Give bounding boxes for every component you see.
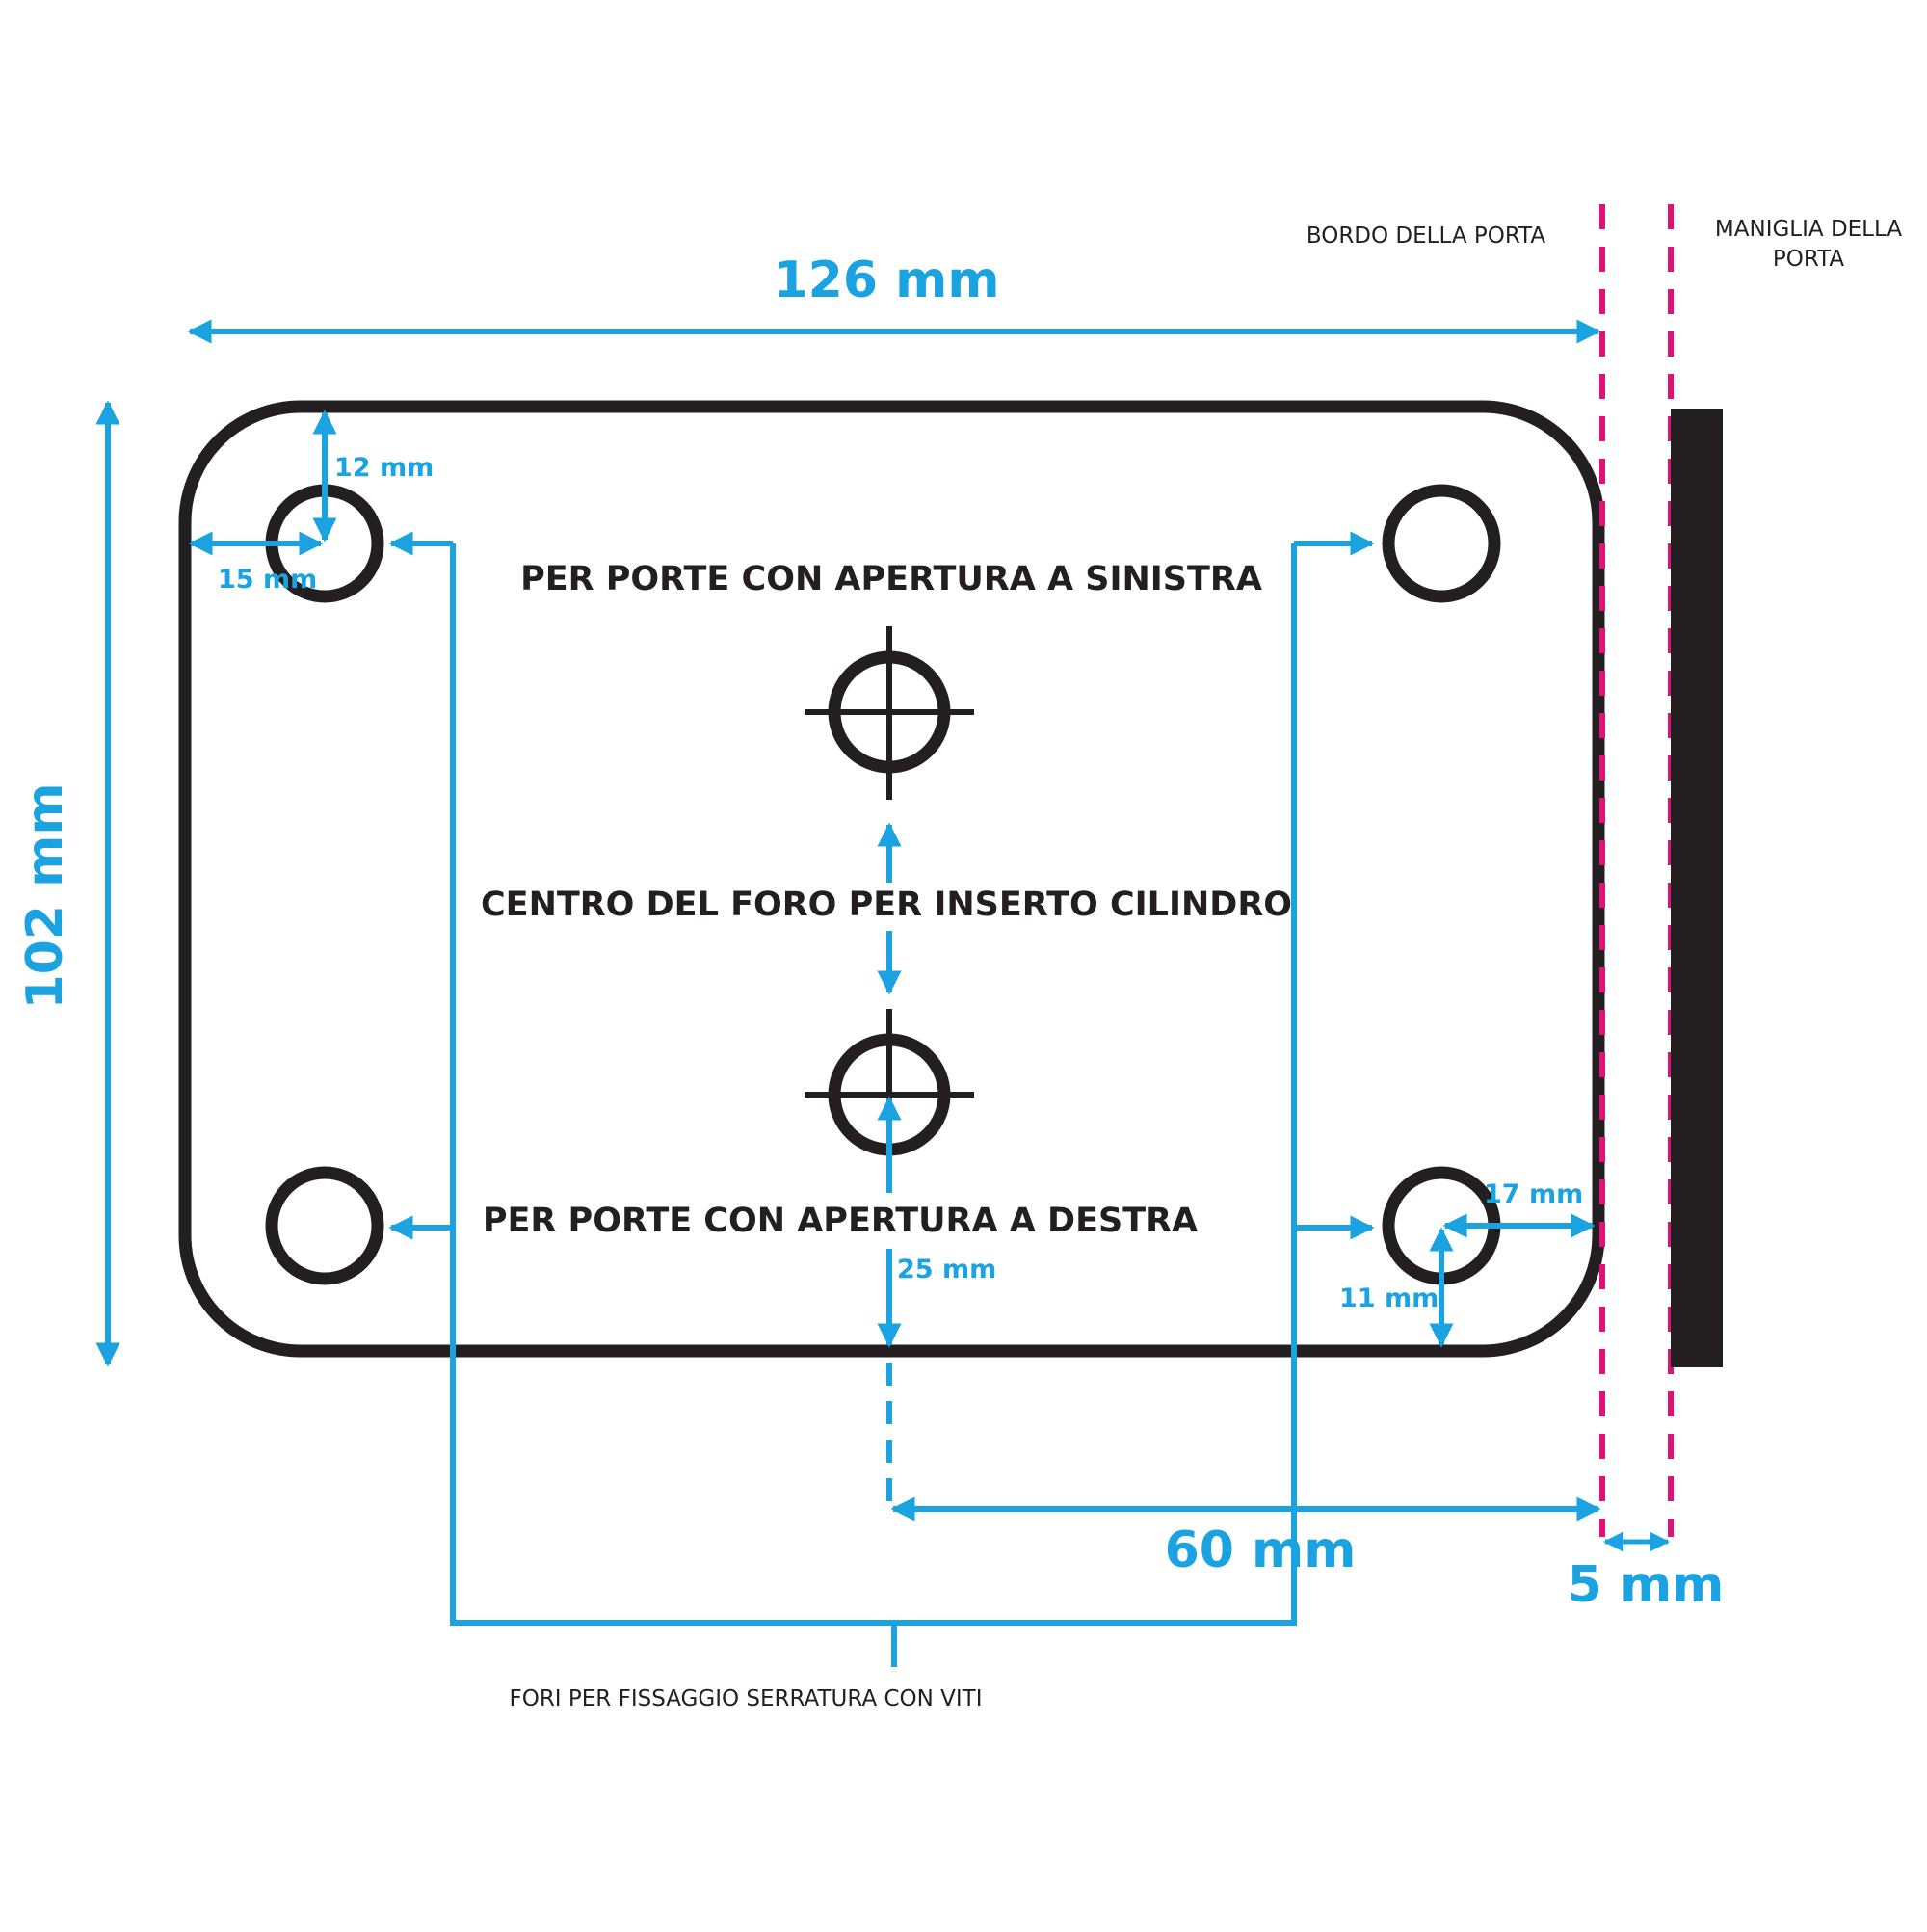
screw-hole-bottom-left	[265, 1166, 384, 1285]
door-edge-label: BORDO DELLA PORTA	[1307, 224, 1546, 249]
screw-holes-bracket-left	[388, 531, 456, 1623]
left-opening-label: PER PORTE CON APERTURA A SINISTRA	[520, 560, 1262, 598]
cylinder-crosshair-top	[805, 626, 974, 800]
top-hole-offset-y-label: 12 mm	[334, 453, 434, 483]
door-handle-label-line2: PORTA	[1773, 247, 1845, 272]
lock-plate	[178, 400, 1605, 1358]
width-dimension-label: 126 mm	[773, 251, 999, 309]
screw-hole-top-right	[1382, 484, 1501, 603]
screw-holes-label: FORI PER FISSAGGIO SERRATURA CON VITI	[509, 1686, 982, 1711]
cylinder-center-label: CENTRO DEL FORO PER INSERTO CILINDRO	[481, 886, 1292, 924]
bottom-hole-offset-y-label: 11 mm	[1339, 1284, 1439, 1313]
right-opening-label: PER PORTE CON APERTURA A DESTRA	[483, 1202, 1198, 1240]
bottom-hole-offset-x-label: 17 mm	[1484, 1179, 1583, 1209]
screw-holes-bracket-right	[1291, 531, 1375, 1623]
cylinder-bottom-offset-label: 25 mm	[897, 1255, 996, 1284]
top-hole-offset-x-label: 15 mm	[218, 565, 317, 595]
door-handle-label-line1: MANIGLIA DELLA	[1715, 217, 1902, 242]
height-dimension-label: 102 mm	[16, 782, 74, 1009]
door-handle-bar	[1671, 409, 1723, 1367]
handle-gap-label: 5 mm	[1568, 1556, 1725, 1614]
backset-dimension-label: 60 mm	[1165, 1522, 1357, 1579]
